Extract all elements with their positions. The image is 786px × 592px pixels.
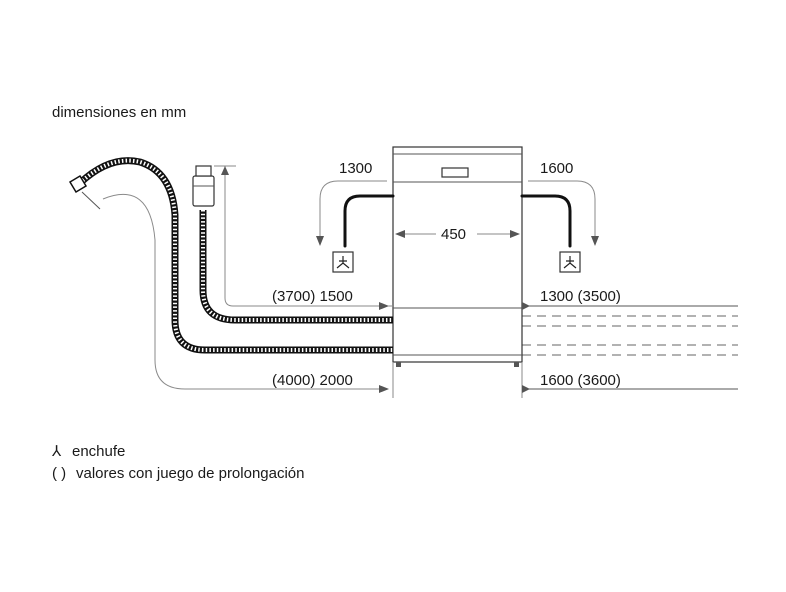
drain-dimension: (4000) 2000 1600 (3600) — [102, 194, 621, 393]
inlet-dimension: (3700) 1500 1300 (3500) — [214, 165, 621, 310]
right-cord-label: 1600 — [540, 160, 573, 177]
dishwasher-icon — [392, 146, 523, 367]
legend-paren-symbol: ( ) — [52, 465, 66, 482]
inlet-hose-icon — [192, 165, 393, 324]
drain-left-label: (4000) 2000 — [272, 372, 353, 389]
legend-paren-text: valores con juego de prolongación — [76, 465, 305, 482]
drain-hose-icon — [68, 157, 393, 354]
right-power-cord: 1600 — [520, 160, 599, 273]
heading: dimensiones en mm — [52, 104, 186, 121]
legend-socket-text: enchufe — [72, 443, 125, 460]
width-label: 450 — [441, 226, 466, 243]
right-lower-arrow — [522, 385, 530, 393]
legend-socket-symbol: ⅄ — [51, 443, 62, 460]
socket-icon — [332, 251, 354, 273]
legend: ⅄ enchufe ( ) valores con juego de prolo… — [51, 443, 305, 482]
left-power-cord: 1300 — [316, 160, 395, 273]
drain-right-label: 1600 (3600) — [540, 372, 621, 389]
left-cord-label: 1300 — [339, 160, 372, 177]
width-dimension: 450 — [395, 226, 520, 243]
inlet-left-label: (3700) 1500 — [272, 288, 353, 305]
socket-icon — [559, 251, 581, 273]
floor-lines — [522, 315, 738, 356]
inlet-right-label: 1300 (3500) — [540, 288, 621, 305]
right-upper-arrow — [522, 302, 530, 310]
